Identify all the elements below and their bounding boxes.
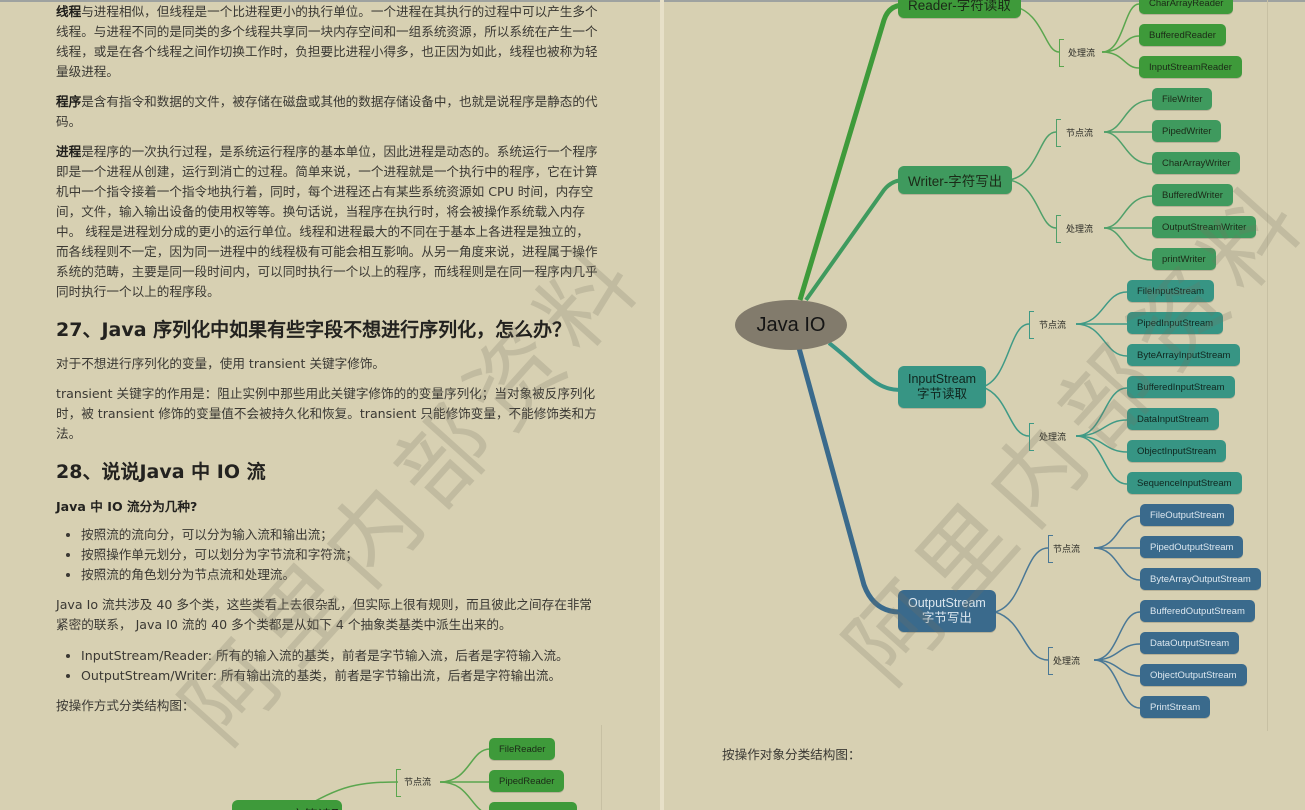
section27-p2: transient 关键字的作用是：阻止实例中那些用此关键字修饰的的变量序列化；… [56, 386, 597, 441]
section27-p1: 对于不想进行序列化的变量，使用 transient 关键字修饰。 [56, 356, 386, 371]
heading-28: 28、说说Java 中 IO 流 [56, 461, 266, 483]
list-item: 按照操作单元划分，可以划分为字节流和字符流； [81, 545, 358, 565]
leaf-node: OutputStreamWriter [1152, 216, 1257, 238]
heading-27: 27、Java 序列化中如果有些字段不想进行序列化，怎么办？ [56, 319, 572, 341]
branch-node-outputstream: OutputStream 字节写出 [898, 590, 996, 632]
leaf-node: BufferedWriter [1152, 184, 1233, 206]
paragraph-text: 是程序的一次执行过程，是系统运行程序的基本单位，因此进程是动态的。系统运行一个程… [56, 144, 598, 299]
bracket [1056, 119, 1061, 147]
branch-sublabel: 字节写出 [921, 611, 972, 625]
leaf-node: DataInputStream [1127, 408, 1219, 430]
group-label: 处理流 [1039, 433, 1067, 443]
leaf-node: BufferedReader [1139, 24, 1226, 46]
root-node-java-io: Java IO [735, 300, 847, 350]
section28-p1: Java Io 流共涉及 40 多个类，这些类看上去很杂乱，但实际上很有规则，而… [56, 597, 593, 632]
branch-node-inputstream: InputStream 字节读取 [898, 366, 987, 408]
group-label: 节点流 [404, 778, 432, 788]
bracket [1029, 311, 1034, 339]
group-label: 节点流 [1066, 129, 1094, 139]
paragraph-process: 进程是程序的一次执行过程，是系统运行程序的基本单位，因此进程是动态的。系统运行一… [56, 142, 601, 302]
term-program: 程序 [56, 94, 82, 109]
leaf-node: PrintStream [1140, 696, 1211, 718]
diagram-operation-preview: 节点流 FileReader PipedReader Reader-字符读取 [0, 725, 602, 810]
leaf-node: DataOutputStream [1140, 632, 1240, 654]
group-label: 处理流 [1068, 49, 1096, 59]
bracket [1056, 215, 1061, 243]
left-page: 线程与进程相似，但线程是一个比进程更小的执行单位。一个进程在其执行的过程中可以产… [0, 0, 660, 810]
branch-node-writer: Writer-字符写出 [898, 166, 1013, 194]
leaf-node: CharArrayReader [1139, 0, 1234, 14]
right-page: Java IO Reader-字符读取 CharArrayReader 处理流 … [664, 0, 1305, 810]
list-item: 按照流的流向分，可以分为输入流和输出流； [81, 525, 358, 545]
leaf-node: FileWriter [1152, 88, 1213, 110]
base-class-list: InputStream/Reader: 所有的输入流的基类，前者是字节输入流，后… [56, 646, 569, 686]
leaf-node: ObjectOutputStream [1140, 664, 1247, 686]
leaf-node: CharArrayWriter [1152, 152, 1241, 174]
paragraph-text: 与进程相似，但线程是一个比进程更小的执行单位。一个进程在其执行的过程中可以产生多… [56, 4, 598, 79]
leaf-node: ObjectInputStream [1127, 440, 1227, 462]
leaf-node: InputStreamReader [1139, 56, 1242, 78]
leaf-node: printWriter [1152, 248, 1216, 270]
io-kind-list: 按照流的流向分，可以分为输入流和输出流； 按照操作单元划分，可以划分为字节流和字… [56, 525, 358, 585]
top-border [0, 0, 1305, 2]
branch-label: OutputStream [908, 596, 986, 610]
subheading-io-kinds: Java 中 IO 流分为几种? [56, 499, 198, 514]
leaf-node: FileOutputStream [1140, 504, 1235, 526]
group-label: 节点流 [1039, 321, 1067, 331]
list-item: 按照流的角色划分为节点流和处理流。 [81, 565, 358, 585]
leaf-node: PipedReader [489, 770, 565, 792]
leaf-node: PipedInputStream [1127, 312, 1224, 334]
list-item: InputStream/Reader: 所有的输入流的基类，前者是字节输入流，后… [81, 646, 569, 666]
leaf-node: BufferedOutputStream [1140, 600, 1255, 622]
bracket [396, 769, 401, 797]
page-gutter [660, 0, 664, 810]
leaf-node: ByteArrayOutputStream [1140, 568, 1261, 590]
bracket [1048, 535, 1053, 563]
diagram-java-io: Java IO Reader-字符读取 CharArrayReader 处理流 … [664, 0, 1268, 731]
term-process: 进程 [56, 144, 82, 159]
bracket [1029, 423, 1034, 451]
leaf-node: BufferedInputStream [1127, 376, 1235, 398]
group-label: 处理流 [1066, 225, 1094, 235]
paragraph-thread: 线程与进程相似，但线程是一个比进程更小的执行单位。一个进程在其执行的过程中可以产… [56, 2, 601, 82]
leaf-node: FileReader [489, 738, 556, 760]
paragraph-program: 程序是含有指令和数据的文件，被存储在磁盘或其他的数据存储设备中，也就是说程序是静… [56, 92, 601, 132]
leaf-node: PipedWriter [1152, 120, 1222, 142]
group-label: 处理流 [1053, 657, 1081, 667]
branch-label: InputStream [908, 372, 977, 386]
leaf-node: FileInputStream [1127, 280, 1215, 302]
branch-sublabel: 字节读取 [917, 387, 968, 401]
leaf-node: ByteArrayInputStream [1127, 344, 1241, 366]
branch-node-reader: Reader-字符读取 [898, 0, 1021, 18]
caption-by-object: 按操作对象分类结构图： [722, 747, 861, 762]
bracket [1048, 647, 1053, 675]
leaf-node [489, 802, 577, 810]
group-label: 节点流 [1053, 545, 1081, 555]
term-thread: 线程 [56, 4, 82, 19]
leaf-node: PipedOutputStream [1140, 536, 1244, 558]
bracket [1059, 39, 1064, 67]
paragraph-text: 是含有指令和数据的文件，被存储在磁盘或其他的数据存储设备中，也就是说程序是静态的… [56, 94, 598, 129]
leaf-node: SequenceInputStream [1127, 472, 1242, 494]
list-item: OutputStream/Writer: 所有输出流的基类，前者是字节输出流，后… [81, 666, 569, 686]
caption-by-operation: 按操作方式分类结构图： [56, 698, 195, 713]
branch-node-reader: Reader-字符读取 [232, 800, 345, 810]
